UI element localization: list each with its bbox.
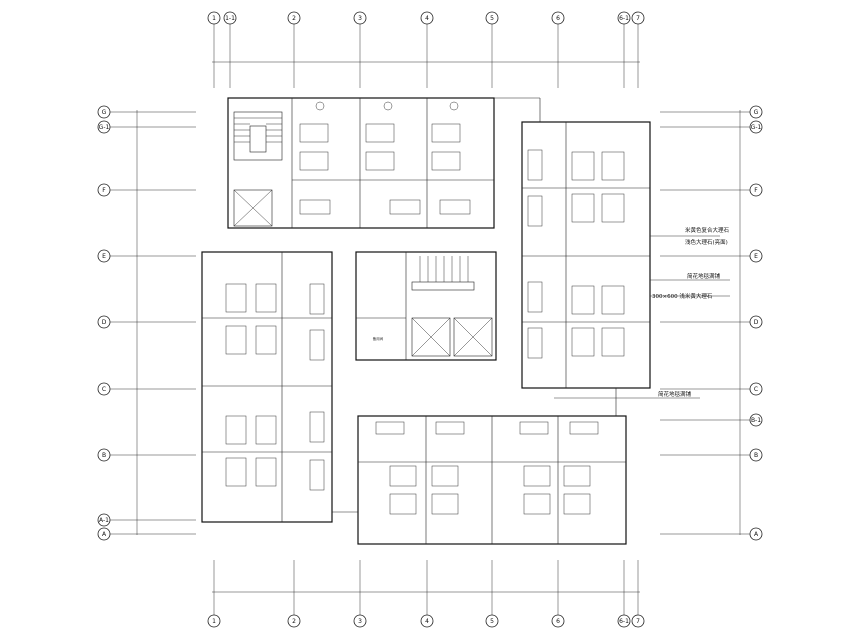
grid-bubble-label: G-1 [99,124,110,131]
grid-bubble-3: 3 [353,11,367,25]
grid-bubble-A: A [749,527,763,541]
north-room-furniture [299,101,471,215]
grid-bubble-C: C [749,382,763,396]
grid-bubble-6-1: 6-1 [617,11,631,25]
grid-bubble-E: E [749,249,763,263]
grid-bubble-2: 2 [287,614,301,628]
annotation-note2: 简花地毯满铺 [687,272,721,280]
annotation-note3: 300×600 浅米黄大理石 [652,292,713,300]
grid-bubble-label: C [754,386,758,393]
grid-bubble-C: C [97,382,111,396]
grid-bubble-label: C [102,386,106,393]
grid-bubble-label: D [102,319,107,326]
grid-bubble-4: 4 [420,614,434,628]
grid-bubble-G-1: G-1 [97,120,111,134]
grid-bubble-label: G [102,109,107,116]
south-wing [357,415,627,545]
grid-bubble-label: 7 [636,15,640,22]
grid-bubble-G: G [97,105,111,119]
grid-bubble-label: 6-1 [619,618,629,625]
grid-bubble-D: D [749,315,763,329]
north-elevator [233,189,273,227]
service-room-label: 备用间 [373,336,384,341]
grid-bubble-label: 6-1 [619,15,629,22]
grid-bubble-label: 6 [556,15,560,22]
grid-bubble-label: 3 [358,618,362,625]
top-grid-bubbles: 1 1-1 2 3 4 5 6 6-1 7 [207,11,645,25]
grid-bubble-label: G [754,109,759,116]
grid-bubble-label: 2 [292,15,296,22]
grid-bubble-label: 2 [292,618,296,625]
grid-bubble-label: 7 [636,618,640,625]
grid-bubble-G-1: G-1 [749,120,763,134]
grid-bubble-label: A [102,531,107,538]
grid-bubble-G: G [749,105,763,119]
central-core: 备用间 [355,251,497,361]
grid-bubble-3: 3 [353,614,367,628]
annotation-note1-line1: 米黄色复合大理石 [685,226,730,234]
left-grid-bubbles: G G-1F E D C B A-1A [97,105,111,541]
grid-bubble-A-1: A-1 [97,513,111,527]
annotation-note4: 简花地毯满铺 [658,390,692,398]
grid-bubble-6: 6 [551,11,565,25]
grid-bubble-label: B-1 [751,417,761,424]
grid-bubble-6-1: 6-1 [617,614,631,628]
grid-bubble-label: G-1 [751,124,762,131]
grid-bubble-label: A-1 [99,517,109,524]
grid-bubble-label: 4 [425,618,429,625]
bottom-grid-bubbles: 1 2 3 4 5 6 6-1 7 [207,614,645,628]
grid-bubble-label: B [102,452,106,459]
grid-bubble-B: B [749,448,763,462]
grid-bubble-label: 1 [212,15,216,22]
grid-bubble-label: E [754,253,758,260]
grid-bubble-4: 4 [420,11,434,25]
grid-bubble-label: F [754,187,758,194]
east-wing [521,121,651,389]
grid-bubble-label: 4 [425,15,429,22]
grid-bubble-label: 3 [358,15,362,22]
grid-bubble-5: 5 [485,11,499,25]
grid-bubble-1-1: 1-1 [223,11,237,25]
right-grid-bubbles: G G-1F E D C B-1B A [749,105,763,541]
grid-bubble-label: F [102,187,106,194]
grid-bubble-label: 1 [212,618,216,625]
grid-bubble-label: A [754,531,759,538]
grid-bubble-label: B [754,452,758,459]
material-annotations: 米黄色复合大理石 浅色大理石(亮面) 简花地毯满铺 300×600 浅米黄大理石… [554,226,730,399]
grid-bubble-label: 5 [490,15,494,22]
grid-bubble-A: A [97,527,111,541]
vertical-grid-lines [213,24,639,616]
grid-bubble-7: 7 [631,614,645,628]
west-wing [201,251,333,523]
grid-bubble-label: 5 [490,618,494,625]
grid-bubble-D: D [97,315,111,329]
grid-bubble-F: F [97,183,111,197]
grid-bubble-label: E [102,253,106,260]
north-wing [227,97,495,229]
grid-bubble-1: 1 [207,614,221,628]
grid-bubble-B: B [97,448,111,462]
horizontal-grid-lines [110,111,750,535]
north-stair [233,111,283,161]
grid-bubble-label: 1-1 [225,15,235,22]
grid-bubble-E: E [97,249,111,263]
grid-bubble-7: 7 [631,11,645,25]
grid-bubble-F: F [749,183,763,197]
grid-bubble-label: D [754,319,759,326]
grid-bubble-6: 6 [551,614,565,628]
annotation-note1-line2: 浅色大理石(亮面) [685,238,728,246]
grid-bubble-5: 5 [485,614,499,628]
grid-bubble-2: 2 [287,11,301,25]
grid-bubble-label: 6 [556,618,560,625]
grid-bubble-1: 1 [207,11,221,25]
grid-bubble-B-1: B-1 [749,413,763,427]
